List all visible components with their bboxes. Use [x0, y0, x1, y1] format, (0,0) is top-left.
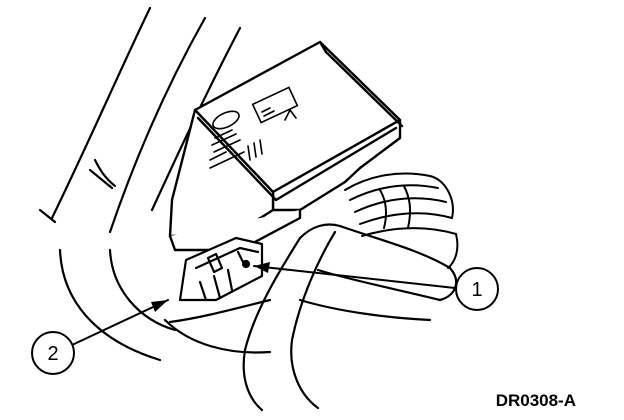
- callout-1-number: 1: [471, 279, 482, 301]
- callout-1: 1: [455, 267, 499, 311]
- leader-arrowhead-1: [254, 262, 270, 273]
- figure-id-label: DR0308-A: [496, 391, 576, 410]
- leader-line-2: [71, 299, 169, 346]
- callout-2: 2: [31, 331, 75, 375]
- label-box: [251, 86, 299, 124]
- leader-line-1: [253, 265, 456, 289]
- module-connector: [178, 236, 264, 302]
- leader-arrowhead-2: [151, 300, 168, 312]
- module-label: [209, 86, 299, 169]
- leader-lines: [71, 262, 456, 346]
- connector-tab-dot: [241, 259, 251, 269]
- electronic-module: [168, 40, 404, 252]
- wiring-harness: [344, 172, 459, 269]
- brand-oval-logo: [212, 110, 240, 130]
- callout-2-number: 2: [47, 343, 58, 365]
